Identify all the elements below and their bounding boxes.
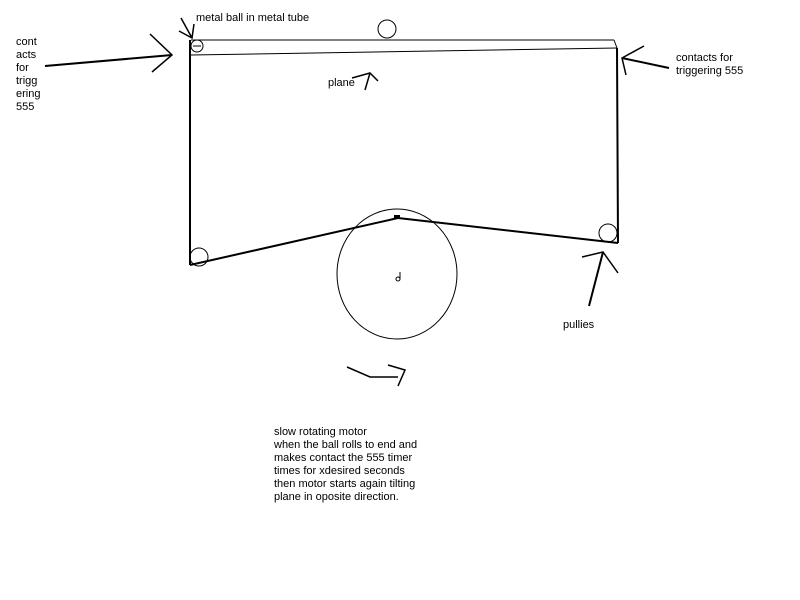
metal-ball-label: metal ball in metal tube bbox=[196, 12, 310, 24]
pulley-right bbox=[598, 223, 618, 243]
plane-label: plane bbox=[328, 77, 355, 89]
contacts-left-label: cont acts for trigg ering 555 bbox=[16, 36, 41, 113]
arrow-contacts-left-head bbox=[149, 33, 174, 73]
contacts-right-label: contacts for triggering 555 bbox=[676, 52, 744, 77]
arrow-plane-shaft bbox=[364, 72, 371, 91]
cable-left bbox=[189, 217, 399, 266]
arrow-pullies-shaft bbox=[588, 251, 604, 307]
motor-wheel bbox=[336, 208, 458, 340]
arrow-pullies-head bbox=[581, 251, 619, 274]
top-ball bbox=[377, 19, 397, 39]
motor-axle bbox=[395, 276, 401, 282]
cable-right bbox=[397, 217, 619, 244]
arrow-plane-head bbox=[351, 72, 379, 82]
rotation-arrow-head bbox=[387, 364, 407, 387]
description-text: slow rotating motor when the ball rolls … bbox=[274, 426, 418, 503]
arrow-contacts-right-shaft bbox=[621, 57, 670, 69]
pulley-left bbox=[189, 247, 209, 267]
motor-wheel-cable-anchor bbox=[394, 215, 400, 218]
plane-bottom-edge bbox=[190, 47, 618, 56]
metal-ball bbox=[190, 39, 204, 53]
frame-right-post bbox=[616, 47, 619, 244]
arrow-metal-ball-head bbox=[178, 23, 195, 40]
pullies-label: pullies bbox=[563, 319, 595, 331]
rotation-arrow-shaft bbox=[346, 366, 398, 378]
plane-right-end bbox=[613, 39, 618, 49]
arrow-metal-ball-shaft bbox=[180, 17, 193, 39]
arrow-contacts-right-head bbox=[621, 45, 645, 76]
arrow-contacts-left-shaft bbox=[44, 54, 173, 67]
